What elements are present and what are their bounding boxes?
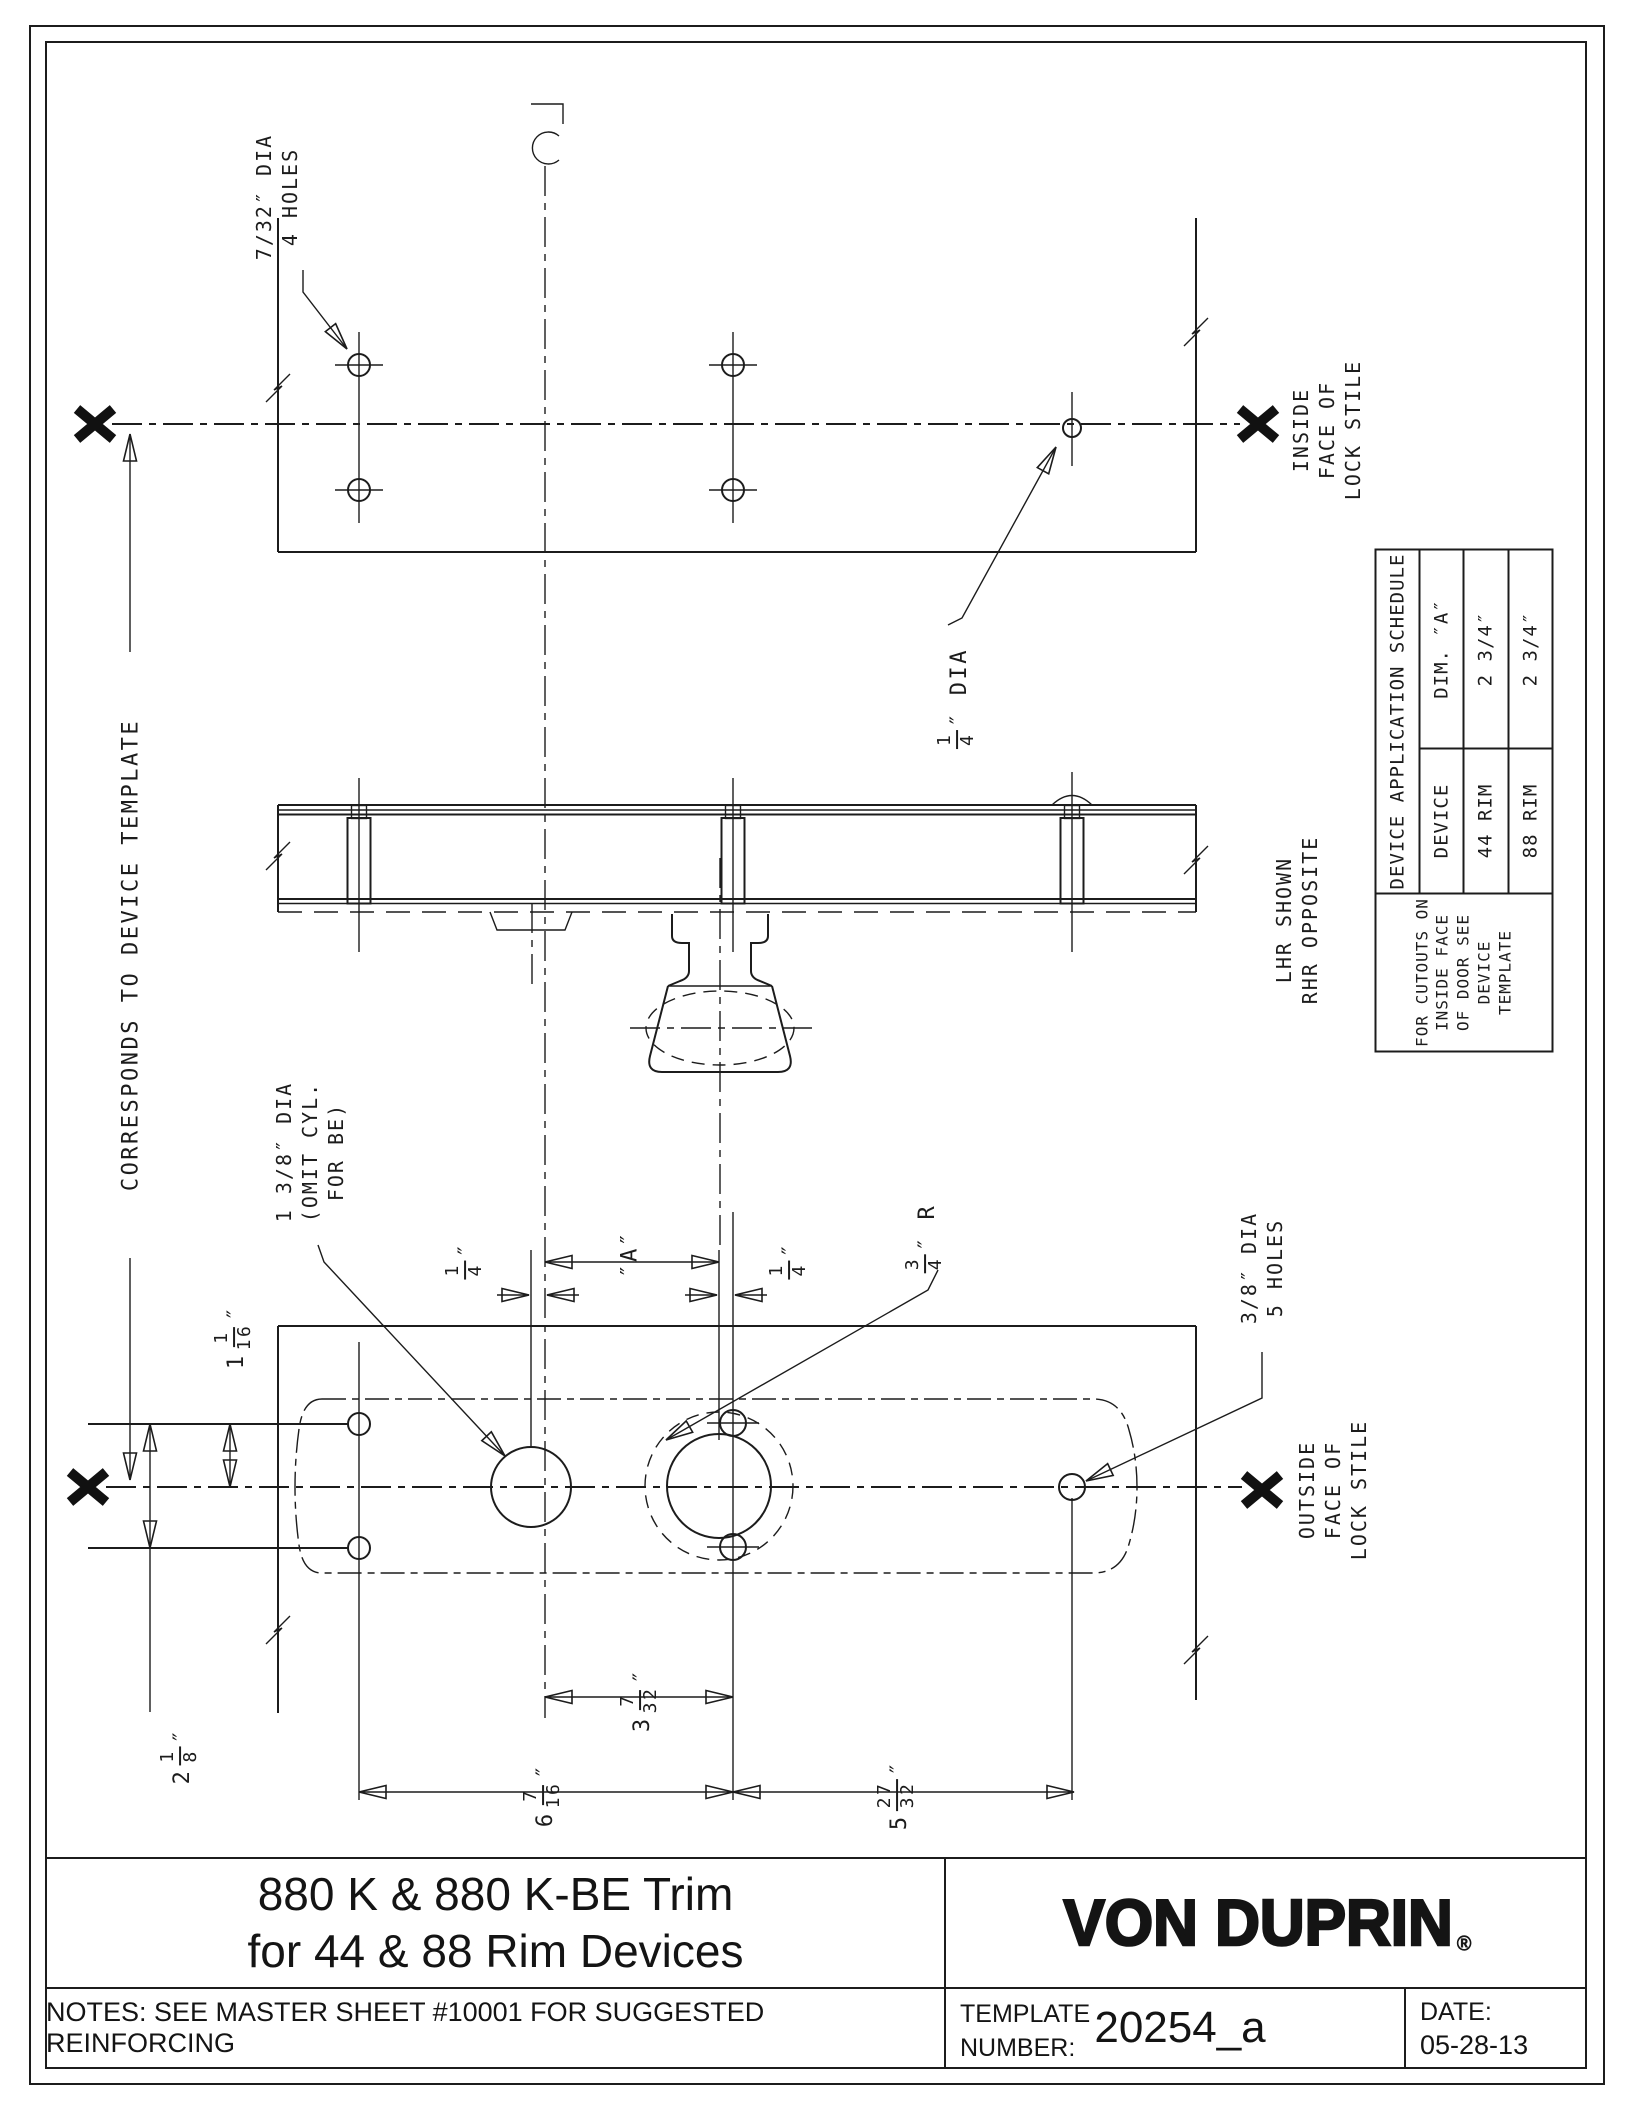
inside-face-label: INSIDE FACE OF LOCK STILE (1289, 359, 1365, 501)
title-block-lines (46, 1857, 1586, 2068)
sheet-border (29, 25, 1605, 2085)
dimension-lines (122, 433, 1075, 1800)
schedule-dim-44: 2 3/4″ (1474, 611, 1497, 687)
notes-line: NOTES: SEE MASTER SHEET #10001 FOR SUGGE… (46, 1997, 765, 2058)
corresponds-note: CORRESPONDS TO DEVICE TEMPLATE (118, 718, 144, 1192)
registered-trademark-icon: ® (1456, 1931, 1472, 1956)
centerlines (106, 166, 1242, 1718)
template-number-value: 20254_a (1094, 2003, 1266, 2052)
leader-lines (302, 270, 1263, 1482)
callout-1-3-8-dia-omit-cyl: 1 3/8″ DIA (OMIT CYL. FOR BE) (272, 1081, 348, 1223)
break-marks (265, 317, 1209, 1665)
device-application-schedule: FOR CUTOUTS ON INSIDE FACE OF DOOR SEE D… (1374, 548, 1554, 1053)
date-label: DATE: (1420, 1998, 1492, 2026)
schedule-row-44: 44 RIM 2 3/4″ (1464, 550, 1510, 893)
hand-note: LHR SHOWN RHR OPPOSITE (1272, 835, 1322, 1005)
outside-face-view (88, 1212, 1197, 1800)
callout-3-8-dia-5-holes: 3/8″ DIA 5 HOLES (1237, 1211, 1287, 1325)
schedule-col-device: DEVICE (1420, 747, 1463, 893)
brand-logo: VON DUPRIN® (1062, 1885, 1472, 1960)
date-value: 05-28-13 (1420, 2030, 1529, 2060)
inside-face-view (277, 218, 1197, 553)
schedule-title: DEVICE APPLICATION SCHEDULE (1376, 550, 1421, 893)
schedule-dim-88: 2 3/4″ (1519, 611, 1542, 687)
outside-face-label: OUTSIDE FACE OF LOCK STILE (1295, 1419, 1371, 1561)
callout-7-32-dia-4-holes: 7/32″ DIA 4 HOLES (252, 133, 302, 261)
x-reference-marks (66, 405, 1284, 1509)
template-number-label: TEMPLATE NUMBER: (960, 2000, 1091, 2062)
centerline-icon (531, 103, 564, 165)
drawing-title: 880 K & 880 K-BE Trim for 44 & 88 Rim De… (247, 1867, 744, 1978)
schedule-col-dim: DIM. ″A″ (1430, 599, 1453, 699)
dim-A: ″A″ (617, 1230, 643, 1278)
schedule-row-88: 88 RIM 2 3/4″ (1509, 551, 1552, 893)
schedule-note: FOR CUTOUTS ON INSIDE FACE OF DOOR SEE D… (1376, 892, 1552, 1051)
schedule-header-row: DEVICE DIM. ″A″ (1420, 550, 1465, 893)
edge-section-view (277, 772, 1197, 1250)
schedule-device-88: 88 RIM (1509, 747, 1552, 893)
schedule-device-44: 44 RIM (1464, 747, 1508, 893)
